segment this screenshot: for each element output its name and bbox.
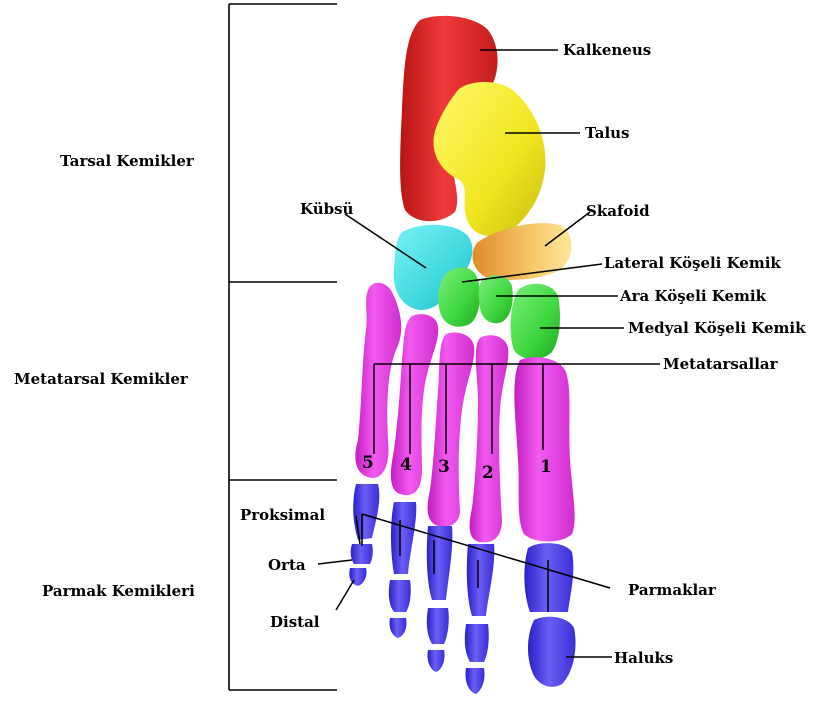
hallux-proximal	[524, 543, 573, 612]
metatarsal-1-bone	[514, 357, 574, 541]
hallux-distal	[528, 617, 576, 687]
group-brackets	[229, 4, 337, 690]
label-phalanges: Parmaklar	[628, 581, 717, 599]
toe-5-proximal	[353, 484, 379, 540]
label-talus: Talus	[585, 124, 630, 142]
metatarsal-number-1: 1	[540, 457, 552, 477]
label-hallux: Haluks	[614, 649, 673, 667]
middle-leader	[318, 560, 352, 564]
label-cuboid: Kübsü	[300, 200, 354, 218]
group-label-metatarsal: Metatarsal Kemikler	[14, 370, 189, 388]
toe-4-distal	[389, 618, 406, 638]
group-label-phalanges: Parmak Kemikleri	[42, 582, 195, 600]
group-label-tarsal: Tarsal Kemikler	[60, 152, 195, 170]
label-calcaneus: Kalkeneus	[563, 41, 651, 59]
metatarsal-2-bone	[470, 335, 509, 542]
metatarsal-number-2: 2	[482, 463, 494, 483]
toe-2-middle	[465, 624, 489, 662]
metatarsal-number-4: 4	[400, 455, 412, 475]
toe-2-proximal	[467, 544, 495, 616]
label-medial-cuneiform: Medyal Köşeli Kemik	[628, 319, 806, 337]
label-proximal: Proksimal	[240, 506, 325, 524]
label-lateral-cuneiform: Lateral Köşeli Kemik	[604, 254, 781, 272]
metatarsal-number-3: 3	[438, 457, 450, 477]
label-navicular: Skafoid	[586, 202, 650, 220]
label-intermediate-cuneiform: Ara Köşeli Kemik	[619, 287, 767, 305]
label-distal: Distal	[270, 613, 320, 631]
toe-3-middle	[427, 608, 449, 644]
intermediate-cuneiform-bone	[479, 275, 513, 323]
metatarsal-3-bone	[428, 333, 475, 527]
toe-4-proximal	[391, 502, 416, 574]
medial-cuneiform-bone	[511, 284, 560, 360]
label-metatarsals: Metatarsallar	[663, 355, 779, 373]
toe-5-middle	[351, 544, 373, 564]
toe-3-distal	[427, 650, 444, 672]
distal-leader	[336, 580, 354, 610]
toe-2-distal	[465, 668, 484, 694]
metatarsal-number-5: 5	[362, 453, 374, 473]
label-middle: Orta	[268, 556, 306, 574]
toe-4-middle	[389, 580, 411, 612]
lateral-cuneiform-bone	[438, 267, 480, 326]
